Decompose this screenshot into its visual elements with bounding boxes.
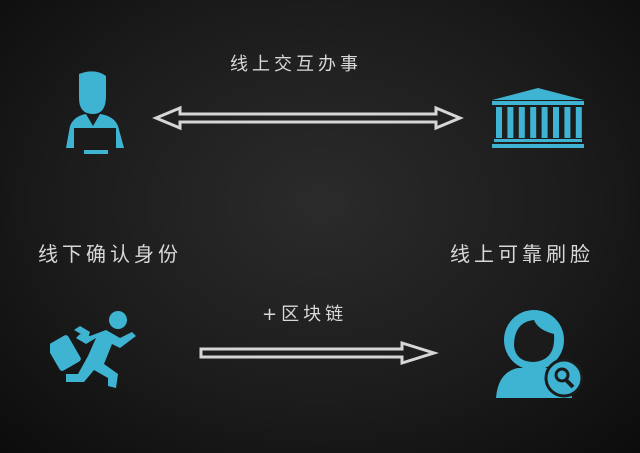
online-face-label: 线上可靠刷脸 [450, 242, 594, 266]
face-search-user-icon [496, 310, 584, 398]
running-businessman-icon [50, 311, 136, 388]
double-arrow [152, 105, 464, 131]
offline-identity-label: 线下确认身份 [38, 242, 182, 266]
blockchain-label: +区块链 [262, 304, 348, 325]
online-interaction-label: 线上交互办事 [230, 54, 362, 75]
bank-column [575, 107, 582, 138]
bank-building-icon [492, 88, 584, 148]
user-laptop-icon [66, 71, 124, 154]
bank-column [541, 107, 548, 138]
bank-column [507, 107, 514, 138]
bank-column [553, 107, 559, 138]
bank-column [564, 107, 571, 138]
right-arrow [199, 340, 440, 366]
bank-column [496, 107, 502, 138]
bank-column [530, 107, 537, 138]
bank-column [518, 107, 525, 138]
